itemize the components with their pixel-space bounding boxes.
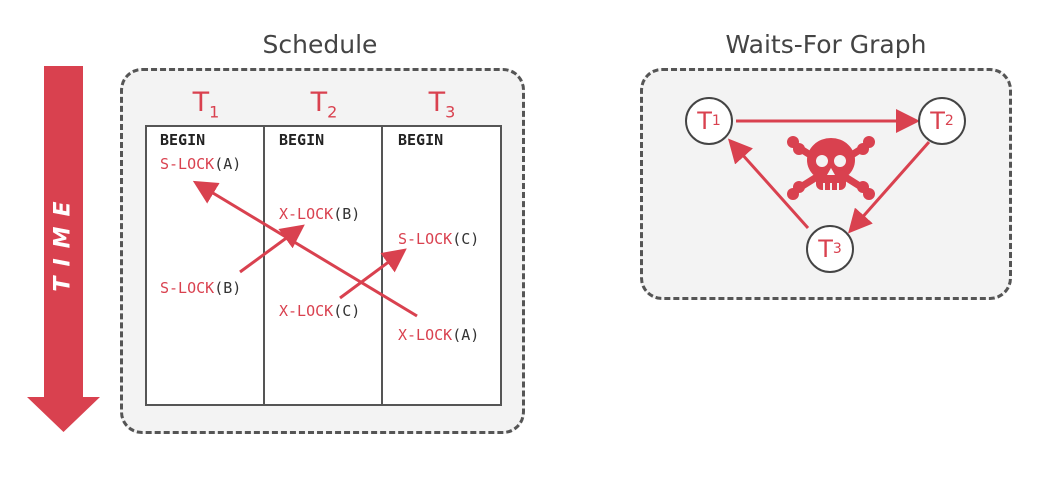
arrow-t2c-to-t3c <box>339 248 407 300</box>
schedule-title: Schedule <box>262 30 378 59</box>
t3-begin: BEGIN <box>398 131 444 149</box>
column-divider <box>263 125 265 406</box>
t2-xlock-c: X-LOCK(C) <box>279 302 361 320</box>
schedule-table <box>145 125 502 406</box>
skull-crossbones-icon <box>787 136 875 200</box>
t2-begin: BEGIN <box>279 131 325 149</box>
arrow-t3a-to-t1a <box>192 180 418 318</box>
edge-t2-t3 <box>848 141 931 234</box>
t3-slock-c: S-LOCK(C) <box>398 230 480 248</box>
edge-t3-t1 <box>728 138 810 229</box>
t1-slock-a: S-LOCK(A) <box>160 155 242 173</box>
schedule-header-t3: T3 <box>428 87 456 122</box>
t1-slock-b: S-LOCK(B) <box>160 279 242 297</box>
schedule-header-t1: T1 <box>192 87 220 122</box>
schedule-header-t2: T2 <box>310 87 338 122</box>
t2-xlock-b: X-LOCK(B) <box>279 205 361 223</box>
t3-xlock-a: X-LOCK(A) <box>398 326 480 344</box>
arrow-t1b-to-t2b <box>239 224 305 274</box>
t1-begin: BEGIN <box>160 131 206 149</box>
graph-title: Waits-For Graph <box>725 30 927 59</box>
